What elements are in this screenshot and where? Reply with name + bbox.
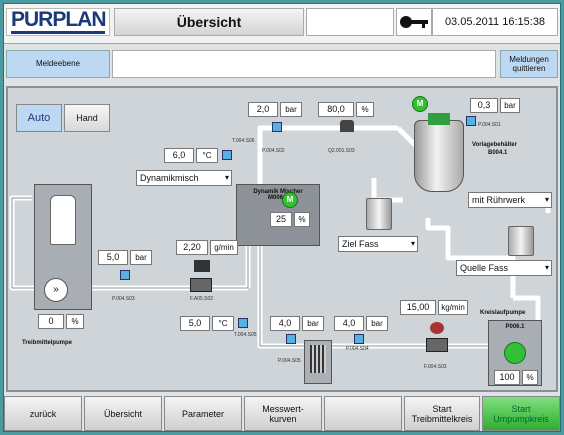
pump-right-pct-value[interactable]: 100	[494, 370, 520, 385]
temp-bottom-tag: T.004.S05	[234, 332, 257, 338]
mixer-pct-unit: %	[294, 212, 310, 227]
temperature-sensor-icon	[222, 150, 232, 160]
datetime-display: 03.05.2011 16:15:38	[432, 8, 558, 36]
flow-right-value[interactable]: 15,00	[400, 300, 436, 315]
parameters-button[interactable]: Parameter	[164, 396, 242, 431]
mixer-motor-icon[interactable]: M	[282, 192, 298, 208]
storage-tank[interactable]	[414, 113, 464, 192]
ack-label: Meldungen quittieren	[509, 55, 549, 73]
message-display	[112, 50, 496, 78]
temp-top-unit: °C	[196, 148, 218, 163]
auto-mode-button[interactable]: Auto	[16, 104, 62, 132]
pressure-top-unit: bar	[280, 102, 302, 117]
pump-left-pressure-unit: bar	[130, 250, 152, 265]
overview-button[interactable]: Übersicht	[84, 396, 162, 431]
stirrer-motor-icon[interactable]: M	[412, 96, 428, 112]
page-title: Übersicht	[114, 8, 304, 36]
temp-top-value[interactable]: 6,0	[164, 148, 194, 163]
process-panel: Auto Hand 6,0 °C T.004.S06 Dynamikmisch▾…	[6, 86, 558, 392]
measurement-curves-button[interactable]: Messwert- kurven	[244, 396, 322, 431]
pressure-bottom1-tag: P.004.S05	[278, 358, 301, 364]
target-drum-select[interactable]: Ziel Fass▾	[338, 236, 418, 252]
pressure-top-value[interactable]: 2,0	[248, 102, 278, 117]
logo-text: PURPLAN	[11, 8, 107, 31]
back-button[interactable]: zurück	[4, 396, 82, 431]
stirrer-select[interactable]: mit Rührwerk▾	[468, 192, 552, 208]
pressure-sensor-icon	[354, 334, 364, 344]
pump-left-label: Treibmittelpumpe	[22, 340, 73, 346]
tank-pressure-unit: bar	[500, 98, 520, 113]
tank-id: B004.1	[488, 150, 508, 156]
tank-pressure-tag: P.004.S01	[478, 122, 501, 128]
mixer-label: Dynamik Mischer	[253, 189, 303, 195]
acknowledge-messages-button[interactable]: Meldungen quittieren	[500, 50, 558, 78]
control-valve-icon[interactable]	[340, 120, 354, 132]
temp-bottom-unit: °C	[212, 316, 234, 331]
flow-valve-right-icon[interactable]	[426, 338, 448, 352]
static-mixer-filter[interactable]	[304, 340, 332, 384]
chevron-down-icon: ▾	[224, 173, 229, 182]
target-drum	[366, 198, 392, 230]
temp-bottom-value[interactable]: 5,0	[180, 316, 210, 331]
flow-value[interactable]: 2,20	[176, 240, 208, 255]
flow-meter-icon	[194, 260, 210, 272]
pump-left-pressure-value[interactable]: 5,0	[98, 250, 128, 265]
key-icon	[400, 16, 428, 28]
chevron-down-icon: ▾	[410, 239, 415, 248]
flow-valve-icon[interactable]	[190, 278, 212, 292]
flow-meter-right-icon	[430, 322, 444, 334]
pump-right-icon[interactable]	[504, 342, 526, 364]
chevron-down-icon: ▾	[544, 195, 549, 204]
tank-pressure-sensor-icon	[466, 116, 476, 126]
pump-right-pct-unit: %	[522, 370, 538, 385]
flow-tag: F.A05.S02	[190, 296, 214, 302]
pressure-sensor-icon	[272, 122, 282, 132]
valve-top-tag: Q2.001.S03	[328, 148, 355, 154]
pump-left-pct-unit: %	[66, 314, 84, 329]
source-drum-select[interactable]: Quelle Fass▾	[456, 260, 552, 276]
flow-right-unit: kg/min	[438, 300, 468, 315]
bottom-navigation: zurück Übersicht Parameter Messwert- kur…	[4, 396, 560, 432]
valve-top-unit: %	[356, 102, 374, 117]
tank-pressure-value[interactable]: 0,3	[470, 98, 498, 113]
start-circulation-circuit-button[interactable]: Start Umpumpkreis	[482, 396, 560, 431]
gas-bottle-icon	[50, 195, 76, 245]
start-blowing-agent-circuit-button[interactable]: Start Treibmittelkreis	[404, 396, 480, 431]
temp-top-tag: T.004.S06	[232, 138, 255, 144]
login-key-button[interactable]	[396, 8, 432, 36]
pump-right-id: P006.1	[505, 324, 525, 330]
hand-mode-button[interactable]: Hand	[64, 104, 110, 132]
mixer-id: M006.1	[267, 195, 288, 201]
mixer-pct-value[interactable]: 25	[270, 212, 292, 227]
tank-label: Vorlagebehälter	[472, 142, 517, 148]
pressure-bottom2-value[interactable]: 4,0	[334, 316, 364, 331]
pump-left-pct-value[interactable]: 0	[38, 314, 64, 329]
pump-left-icon[interactable]: »	[44, 278, 68, 302]
pump-right-label: Kreislaufpumpe	[480, 310, 526, 316]
message-level-button[interactable]: Meldeebene	[6, 50, 110, 78]
company-logo: PURPLAN	[6, 8, 110, 36]
temperature-sensor-icon	[238, 318, 248, 328]
valve-top-value[interactable]: 80,0	[318, 102, 354, 117]
pressure-bottom2-tag: P.004.S04	[346, 346, 369, 352]
pressure-top-tag: P.004.S02	[262, 148, 285, 154]
pressure-sensor-icon	[286, 334, 296, 344]
pressure-sensor-icon	[120, 270, 130, 280]
pressure-bottom1-unit: bar	[302, 316, 324, 331]
pressure-bottom1-value[interactable]: 4,0	[270, 316, 300, 331]
logo-underline	[11, 31, 105, 34]
pressure-bottom2-unit: bar	[366, 316, 388, 331]
chevron-down-icon: ▾	[544, 263, 549, 272]
pump-left-pressure-tag: P.004.S03	[112, 296, 135, 302]
header-blank-field	[306, 8, 394, 36]
flow-unit: g/min	[210, 240, 238, 255]
mixer-select[interactable]: Dynamikmisch▾	[136, 170, 232, 186]
flow-right-tag: F.004.S03	[424, 364, 447, 370]
source-drum	[508, 226, 534, 256]
